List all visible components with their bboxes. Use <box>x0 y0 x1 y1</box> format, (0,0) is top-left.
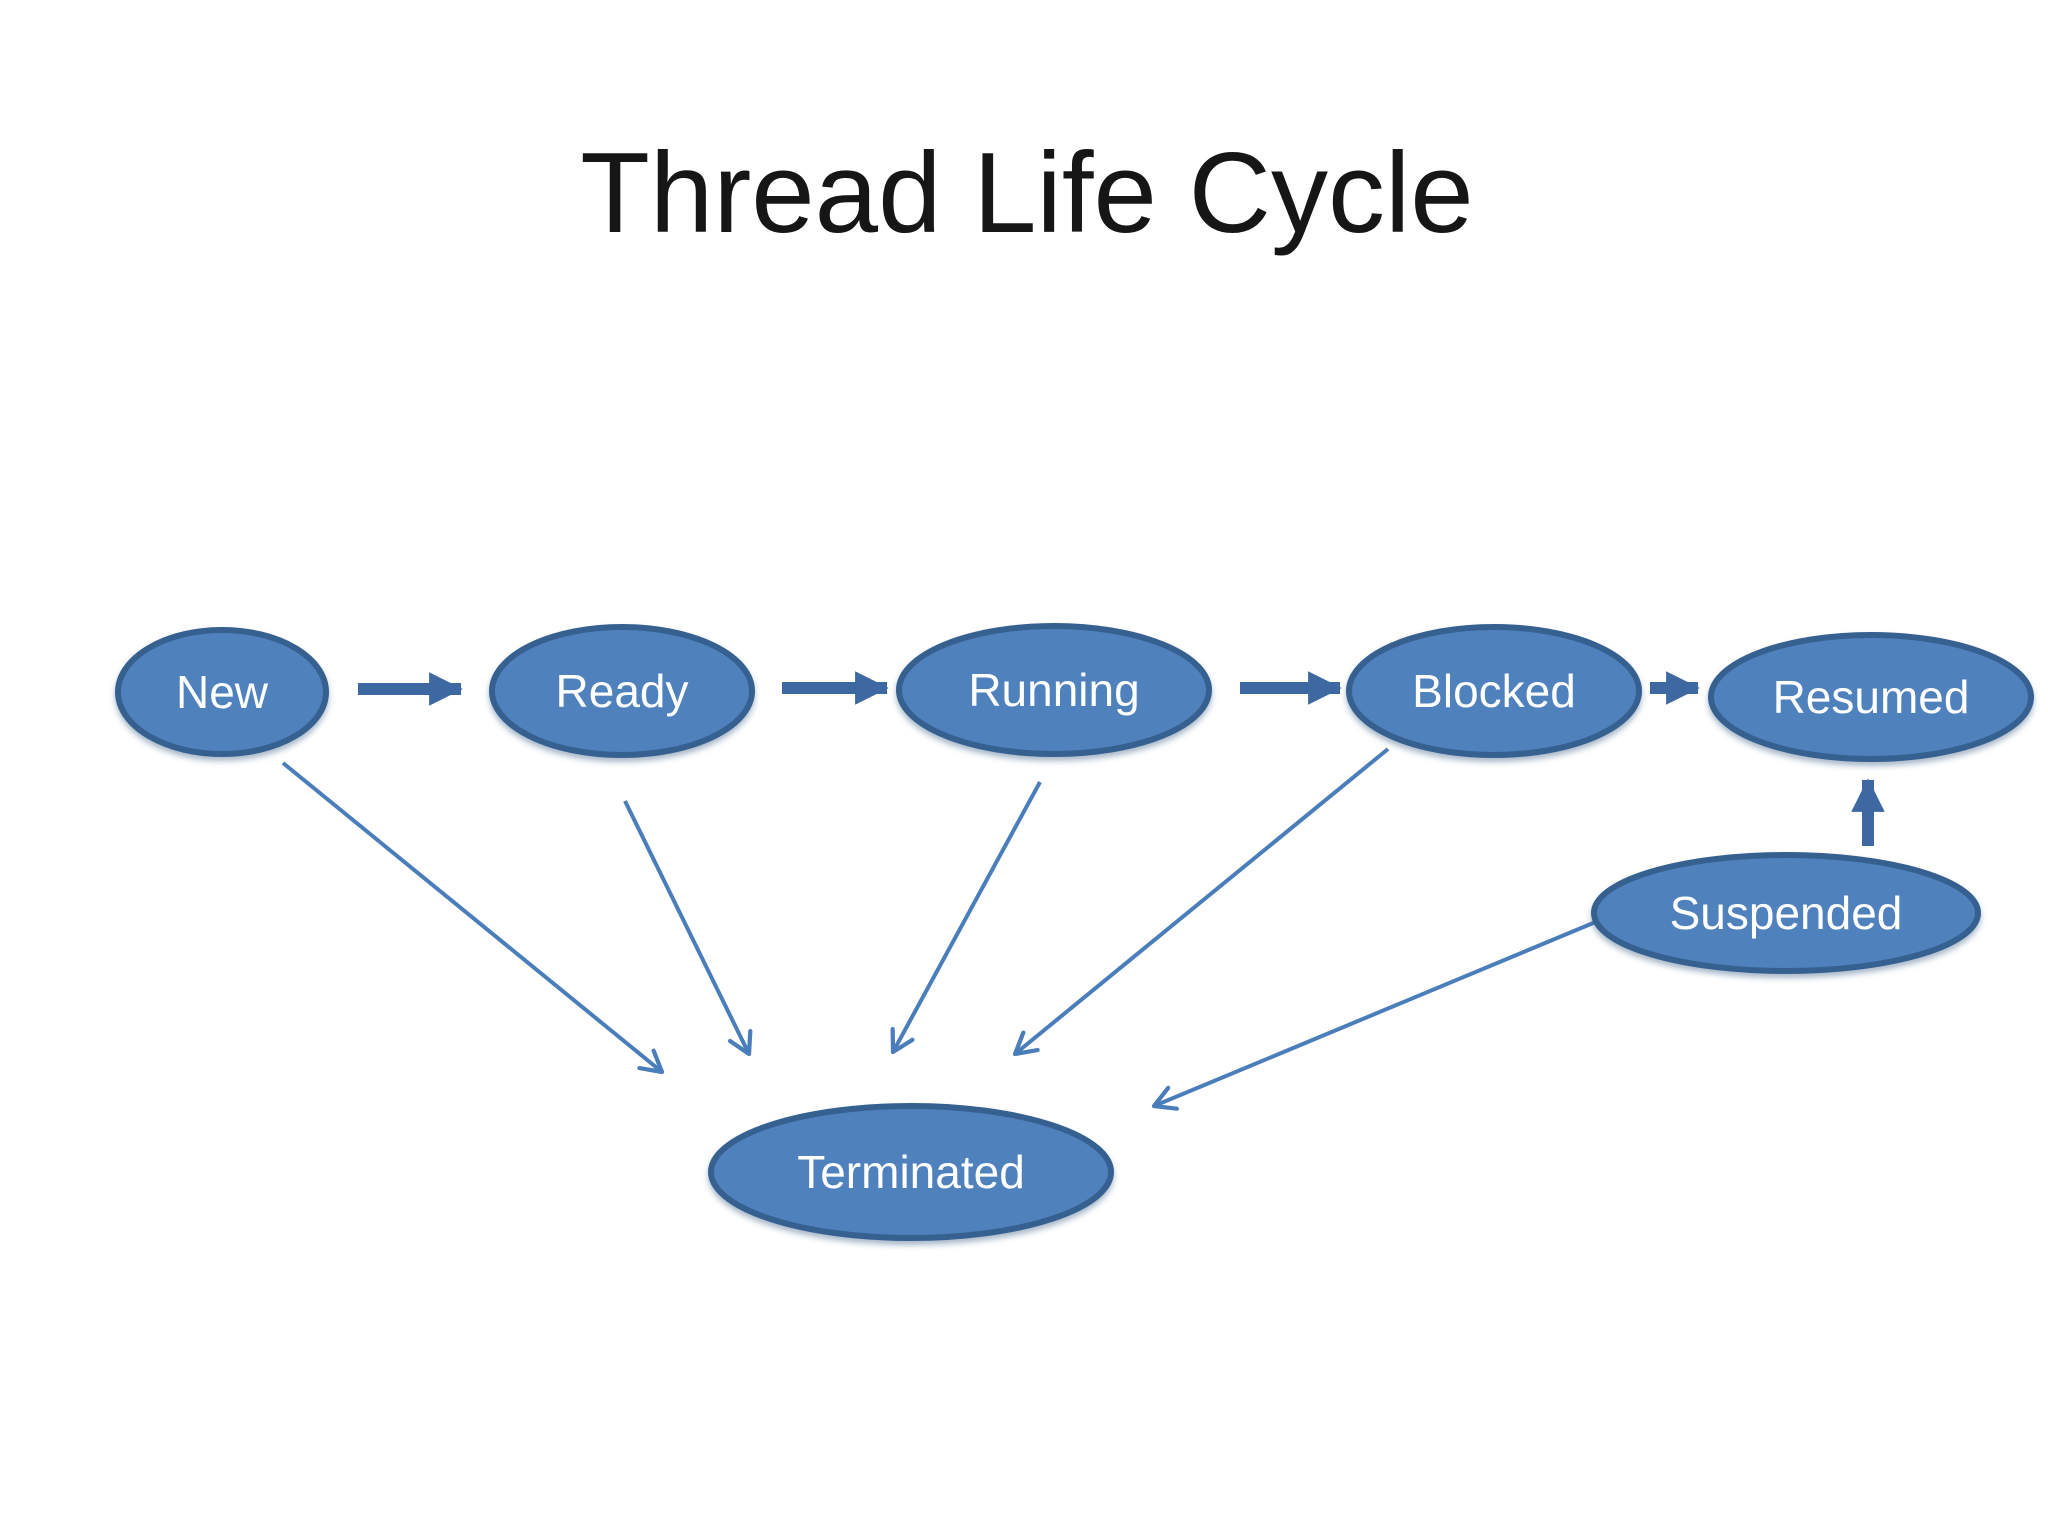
node-resumed: Resumed <box>1708 632 2034 762</box>
node-running: Running <box>896 623 1212 757</box>
node-ready-shape <box>489 624 755 758</box>
edge-new-to-terminated-arrow <box>281 761 665 1075</box>
node-suspended: Suspended <box>1591 852 1981 974</box>
node-ready: Ready <box>489 624 755 758</box>
node-running-shape <box>896 623 1212 757</box>
node-terminated-shape <box>708 1103 1114 1241</box>
node-blocked: Blocked <box>1346 624 1642 758</box>
node-terminated: Terminated <box>708 1103 1114 1241</box>
node-new-label: New <box>176 666 269 718</box>
node-resumed-label: Resumed <box>1773 671 1970 723</box>
page-title: Thread Life Cycle <box>580 130 1473 257</box>
node-blocked-shape <box>1346 624 1642 758</box>
node-suspended-shape <box>1591 852 1981 974</box>
node-terminated-label: Terminated <box>797 1146 1025 1198</box>
node-new-shape <box>115 627 329 757</box>
edge-blocked-to-terminated-arrow <box>1012 747 1390 1057</box>
node-running-label: Running <box>968 664 1139 716</box>
node-resumed-shape <box>1708 632 2034 762</box>
node-new: New <box>115 627 329 757</box>
node-suspended-label: Suspended <box>1670 887 1903 939</box>
edge-running-to-terminated-arrow <box>890 781 1042 1055</box>
node-blocked-label: Blocked <box>1412 665 1576 717</box>
node-ready-label: Ready <box>556 665 689 717</box>
edge-ready-to-terminated-arrow <box>623 800 753 1057</box>
edge-suspended-to-terminated-arrow <box>1151 919 1599 1111</box>
